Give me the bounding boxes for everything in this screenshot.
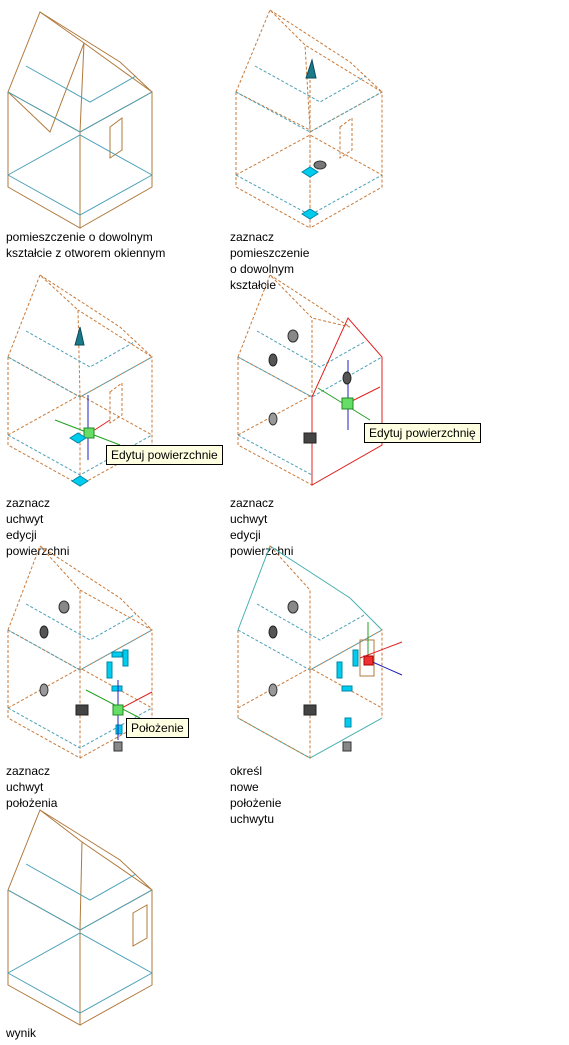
step-6-caption: określ nowe położenie uchwytu bbox=[230, 764, 282, 826]
location-tooltip: Położenie bbox=[126, 718, 189, 738]
edit-surface-tooltip: Edytuj powierzchnie bbox=[106, 445, 223, 465]
step-1-caption: pomieszczenie o dowolnym kształcie z otw… bbox=[6, 230, 166, 260]
edit-surface-tooltip-2: Edytuj powierzchnię bbox=[364, 423, 481, 443]
step-2-caption: zaznacz pomieszczenie o dowolnym kształc… bbox=[230, 230, 310, 292]
step-5-caption: zaznacz uchwyt położenia bbox=[6, 764, 58, 810]
step-7-caption: wynik bbox=[6, 1026, 37, 1040]
